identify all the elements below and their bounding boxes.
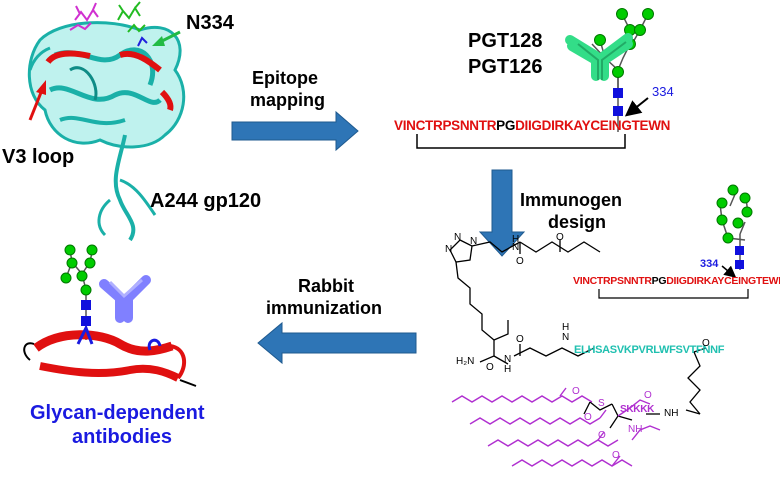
atom-nh-right: N	[562, 332, 570, 343]
pgt128-label: PGT128	[468, 30, 543, 52]
site-334-arrow-top	[624, 97, 649, 117]
atom-o-lipo1: O	[572, 386, 580, 397]
rabbit-immunization-arrow	[257, 321, 417, 365]
glycan-dependent-label-1: Glycan-dependent	[30, 402, 205, 424]
site-334-label-top: 334	[652, 84, 674, 99]
v3-sequence-top: VINCTRPSNNTRPGDIIGDIRKAYCEINGTEWN	[394, 118, 670, 133]
site-334-label-bottom: 334	[700, 258, 719, 270]
site-334-arrow-bottom	[721, 265, 737, 278]
rabbit-label-1: Rabbit	[298, 276, 354, 296]
atom-h-lower: H	[504, 364, 512, 375]
atom-n3: N	[470, 236, 478, 247]
chemical-structure	[449, 239, 707, 429]
antibody-pgt128-icon	[565, 33, 633, 81]
atom-n-top: N	[512, 242, 520, 253]
helper-peptide-sequence: ELHSASVKPVRLWFSVTFNNF	[574, 344, 725, 356]
atom-nh-lipo: NH	[664, 408, 679, 419]
atom-o-linker: O	[702, 338, 710, 349]
epitope-mapping-label-2: mapping	[250, 90, 325, 110]
disulfide-bracket-bottom	[598, 289, 749, 299]
atom-n-lower: N	[504, 354, 512, 365]
seq-top-part2: PG	[496, 118, 516, 133]
lipid-chains	[451, 387, 661, 467]
immunogen-label-1: Immunogen	[520, 190, 622, 210]
atom-o-lipo3: O	[598, 430, 606, 441]
immunogen-label-2: design	[548, 212, 607, 232]
n334-arrow	[152, 30, 181, 46]
v3-loop-label: V3 loop	[2, 146, 75, 168]
seq-top-part1: VINCTRPSNNTR	[394, 118, 497, 133]
glycan-dependent-label-2: antibodies	[72, 426, 173, 448]
atom-nh-lipo2: NH	[628, 424, 643, 435]
glycan-tree-top	[591, 8, 654, 132]
atom-o-top: O	[516, 256, 524, 267]
atom-n2: N	[454, 232, 462, 243]
atom-o-right: O	[516, 334, 524, 345]
rabbit-label-2: immunization	[266, 298, 382, 318]
atom-o-lipo4: O	[612, 450, 620, 461]
v3-sequence-bottom: VINCTRPSNNTRPGDIIGDIRKAYCEINGTEWN	[573, 275, 780, 287]
seq-bottom-part2: PG	[651, 275, 667, 287]
n334-label: N334	[186, 12, 234, 34]
immunogen-design-arrow	[478, 169, 526, 257]
antibody-purple-icon	[99, 275, 151, 323]
glycan-tree-bottom	[716, 184, 753, 270]
seq-bottom-part3: DIIGDIRKAYCEINGTEWN	[666, 275, 780, 287]
seq-bottom-part1: VINCTRPSNNTR	[573, 275, 652, 287]
lipo-tail-sequence: SKKKK	[620, 404, 655, 415]
seq-top-part3: DIIGDIRKAYCEINGTEWN	[515, 118, 671, 133]
atom-o-lipo2: O	[584, 412, 592, 423]
disulfide-bracket-top	[416, 134, 626, 149]
a244-gp120-label: A244 gp120	[150, 190, 262, 212]
epitope-mapping-label-1: Epitope	[252, 68, 318, 88]
v3-loop-arrow	[28, 80, 46, 121]
atom-h2n: H₂N	[456, 356, 475, 367]
atom-n1: N	[445, 244, 453, 255]
pgt126-label: PGT126	[468, 56, 543, 78]
atom-o-lower: O	[486, 362, 494, 373]
epitope-mapping-arrow	[231, 110, 359, 152]
v3-peptide-ribbon	[23, 324, 197, 387]
atom-h-right: H	[562, 322, 570, 333]
glycan-tree-left	[60, 244, 98, 340]
gp120-structure	[27, 1, 186, 242]
atom-nh-top-h: H	[512, 234, 520, 245]
atom-o-lipo5: O	[644, 390, 652, 401]
atom-o-mid: O	[556, 232, 564, 243]
atom-s: S	[598, 398, 605, 409]
